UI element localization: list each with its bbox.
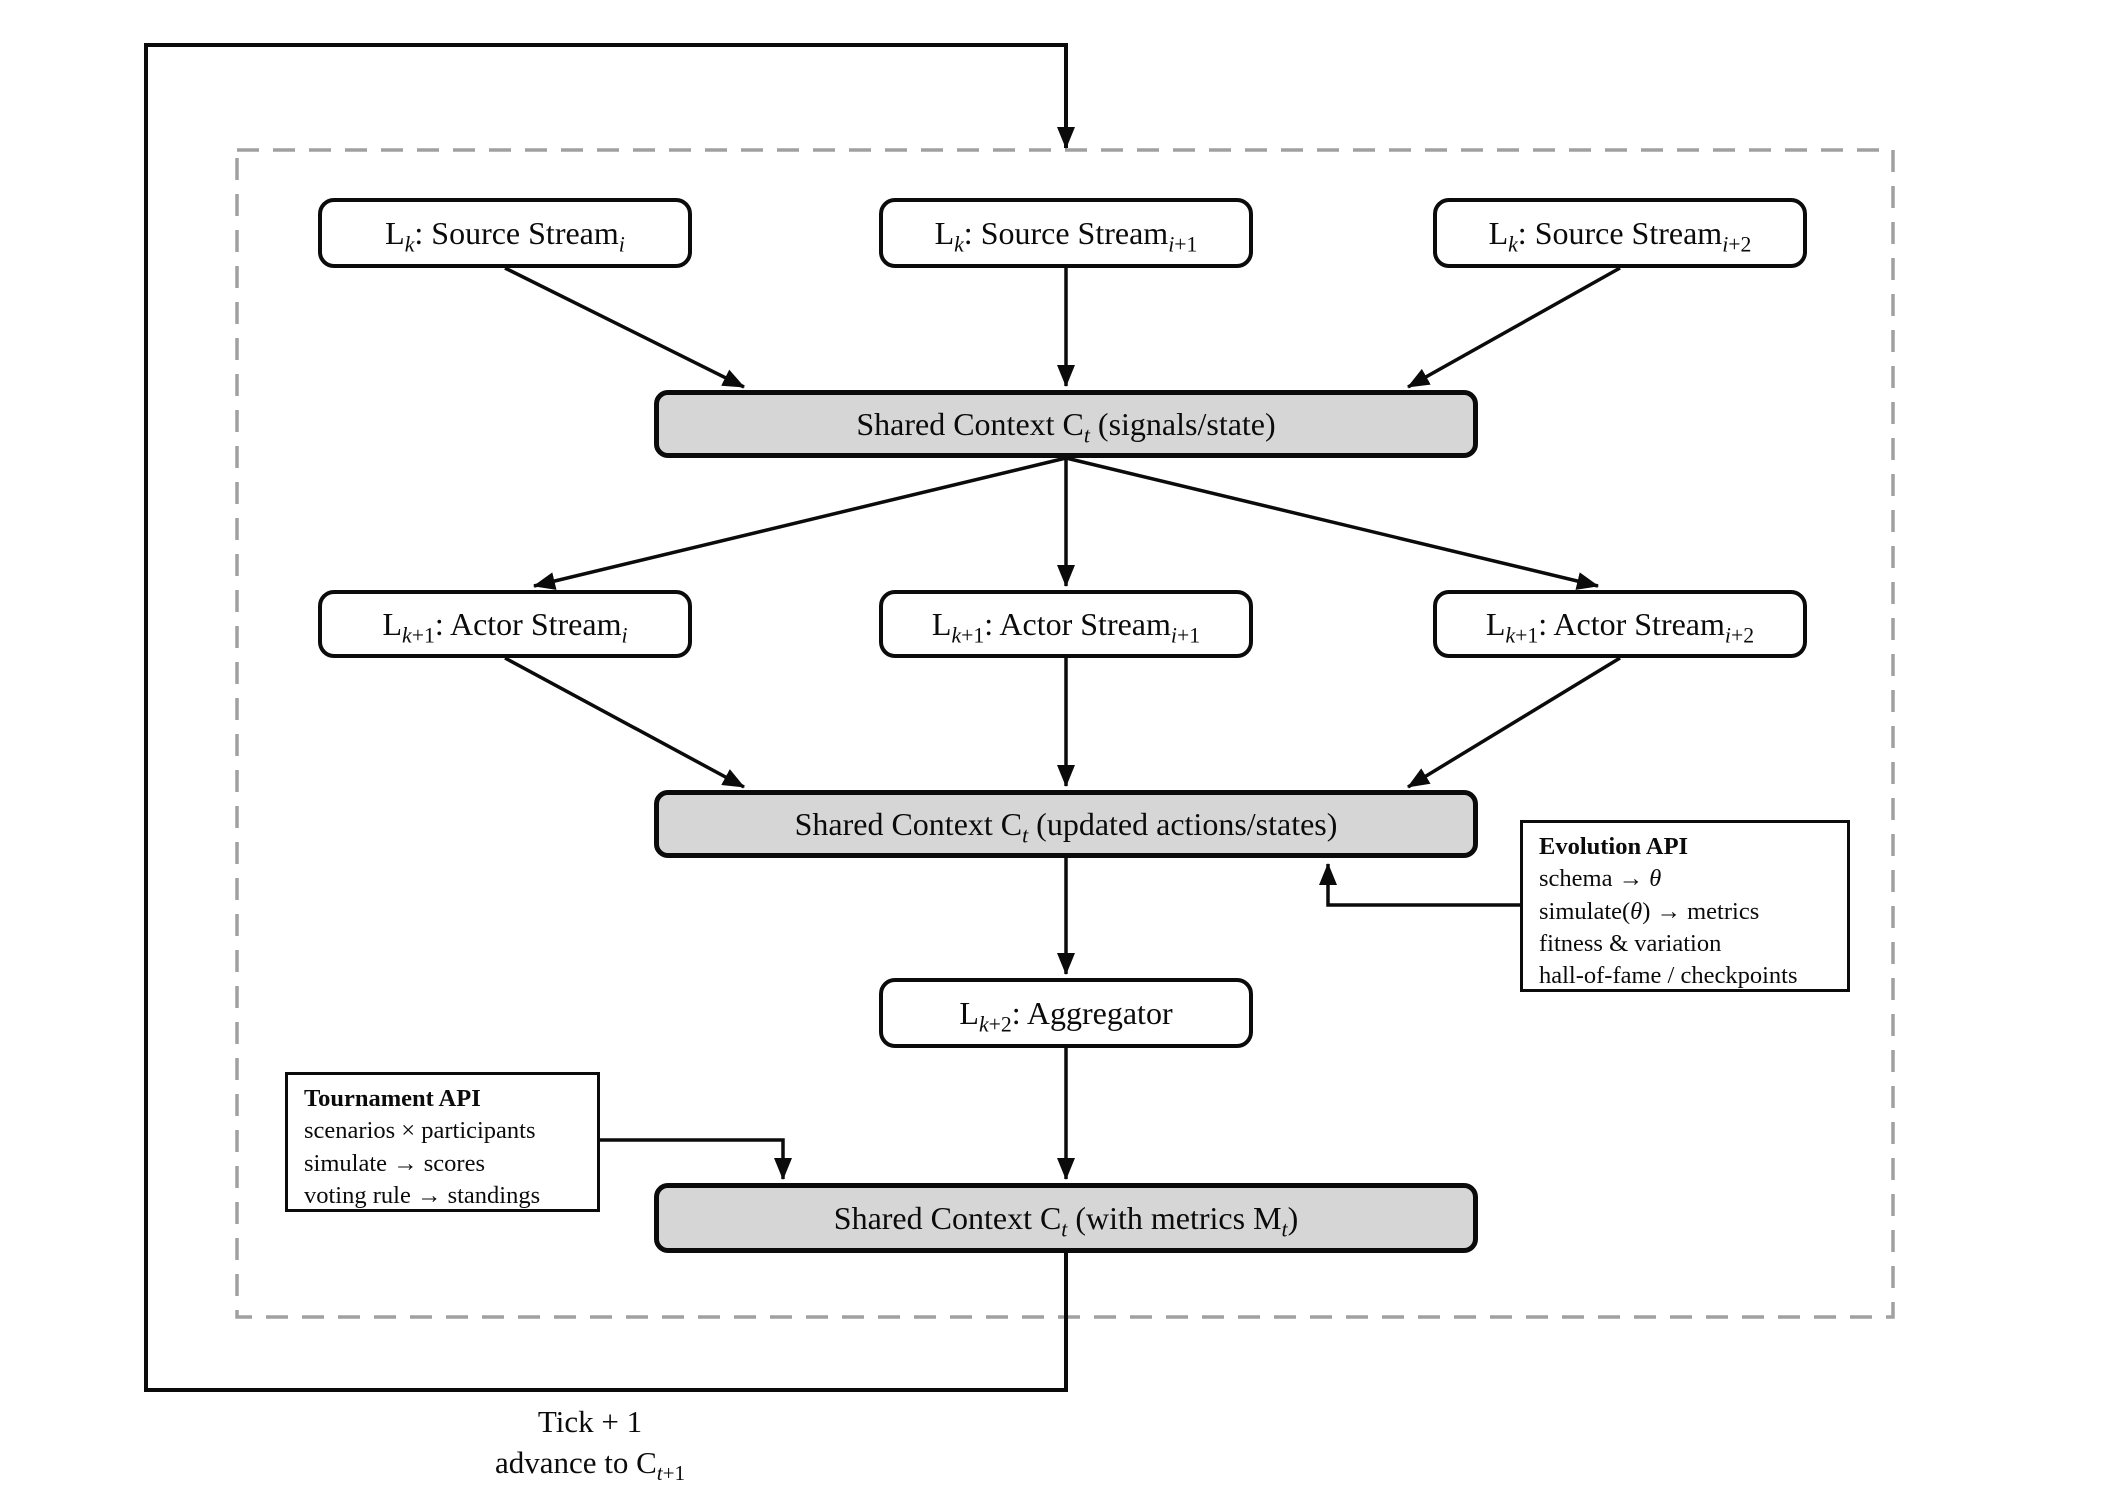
node-label: Lk: Source Streami [385, 214, 625, 256]
tick-loop-arrow [144, 43, 1075, 1392]
tick-caption-line2: advance to Ct+1 [494, 1444, 686, 1486]
evolution-api-box: Evolution API schema → θ simulate(θ) → m… [1520, 820, 1850, 992]
tournament-api-line: voting rule → standings [304, 1181, 541, 1209]
evolution-api-line: fitness & variation [1539, 929, 1722, 957]
node-source-stream-i2: Lk: Source Streami+2 [1433, 198, 1807, 268]
node-shared-context-updated: Shared Context Ct (updated actions/state… [654, 790, 1478, 858]
node-label: Lk+1: Actor Streami+2 [1485, 605, 1755, 647]
node-shared-context-signals: Shared Context Ct (signals/state) [654, 390, 1478, 458]
arrow-actor-i-to-ctx2 [504, 656, 745, 789]
arrow-tournament-to-ctx3 [600, 1138, 792, 1180]
tournament-api-line: simulate → scores [304, 1149, 485, 1177]
evolution-api-title: Evolution API [1539, 833, 1689, 860]
tournament-api-box: Tournament API scenarios × participants … [285, 1072, 600, 1212]
node-label: Lk: Source Streami+2 [1488, 214, 1752, 256]
node-label: Shared Context Ct (signals/state) [856, 405, 1276, 447]
node-label: Lk+1: Actor Streami [382, 605, 628, 647]
tournament-api-line: scenarios × participants [304, 1117, 536, 1145]
node-label: Lk+2: Aggregator [959, 994, 1173, 1036]
arrow-source-i-to-ctx [504, 266, 745, 389]
node-aggregator: Lk+2: Aggregator [879, 978, 1253, 1048]
arrow-ctx-to-actor-i2 [1065, 456, 1599, 590]
evolution-api-line: schema → θ [1539, 865, 1662, 893]
tick-caption-line1: Tick + 1 [537, 1404, 643, 1439]
arrow-evolution-to-ctx2 [1319, 863, 1520, 907]
arrow-actor-i2-to-ctx2 [1407, 656, 1621, 789]
node-source-stream-i: Lk: Source Streami [318, 198, 692, 268]
node-actor-stream-i1: Lk+1: Actor Streami+1 [879, 590, 1253, 658]
evolution-api-line: hall-of-fame / checkpoints [1539, 962, 1798, 990]
evolution-api-line: simulate(θ) → metrics [1539, 897, 1760, 925]
node-label: Lk: Source Streami+1 [934, 214, 1198, 256]
node-shared-context-metrics: Shared Context Ct (with metrics Mt) [654, 1183, 1478, 1253]
node-actor-stream-i: Lk+1: Actor Streami [318, 590, 692, 658]
arrow-source-i2-to-ctx [1407, 266, 1621, 389]
tournament-api-title: Tournament API [304, 1085, 481, 1112]
node-actor-stream-i2: Lk+1: Actor Streami+2 [1433, 590, 1807, 658]
node-label: Lk+1: Actor Streami+1 [931, 605, 1201, 647]
tick-caption: Tick + 1 advance to Ct+1 [370, 1402, 810, 1484]
node-label: Shared Context Ct (updated actions/state… [794, 805, 1338, 847]
node-source-stream-i1: Lk: Source Streami+1 [879, 198, 1253, 268]
arrow-ctx-to-actor-i [533, 456, 1067, 590]
node-label: Shared Context Ct (with metrics Mt) [833, 1199, 1299, 1241]
